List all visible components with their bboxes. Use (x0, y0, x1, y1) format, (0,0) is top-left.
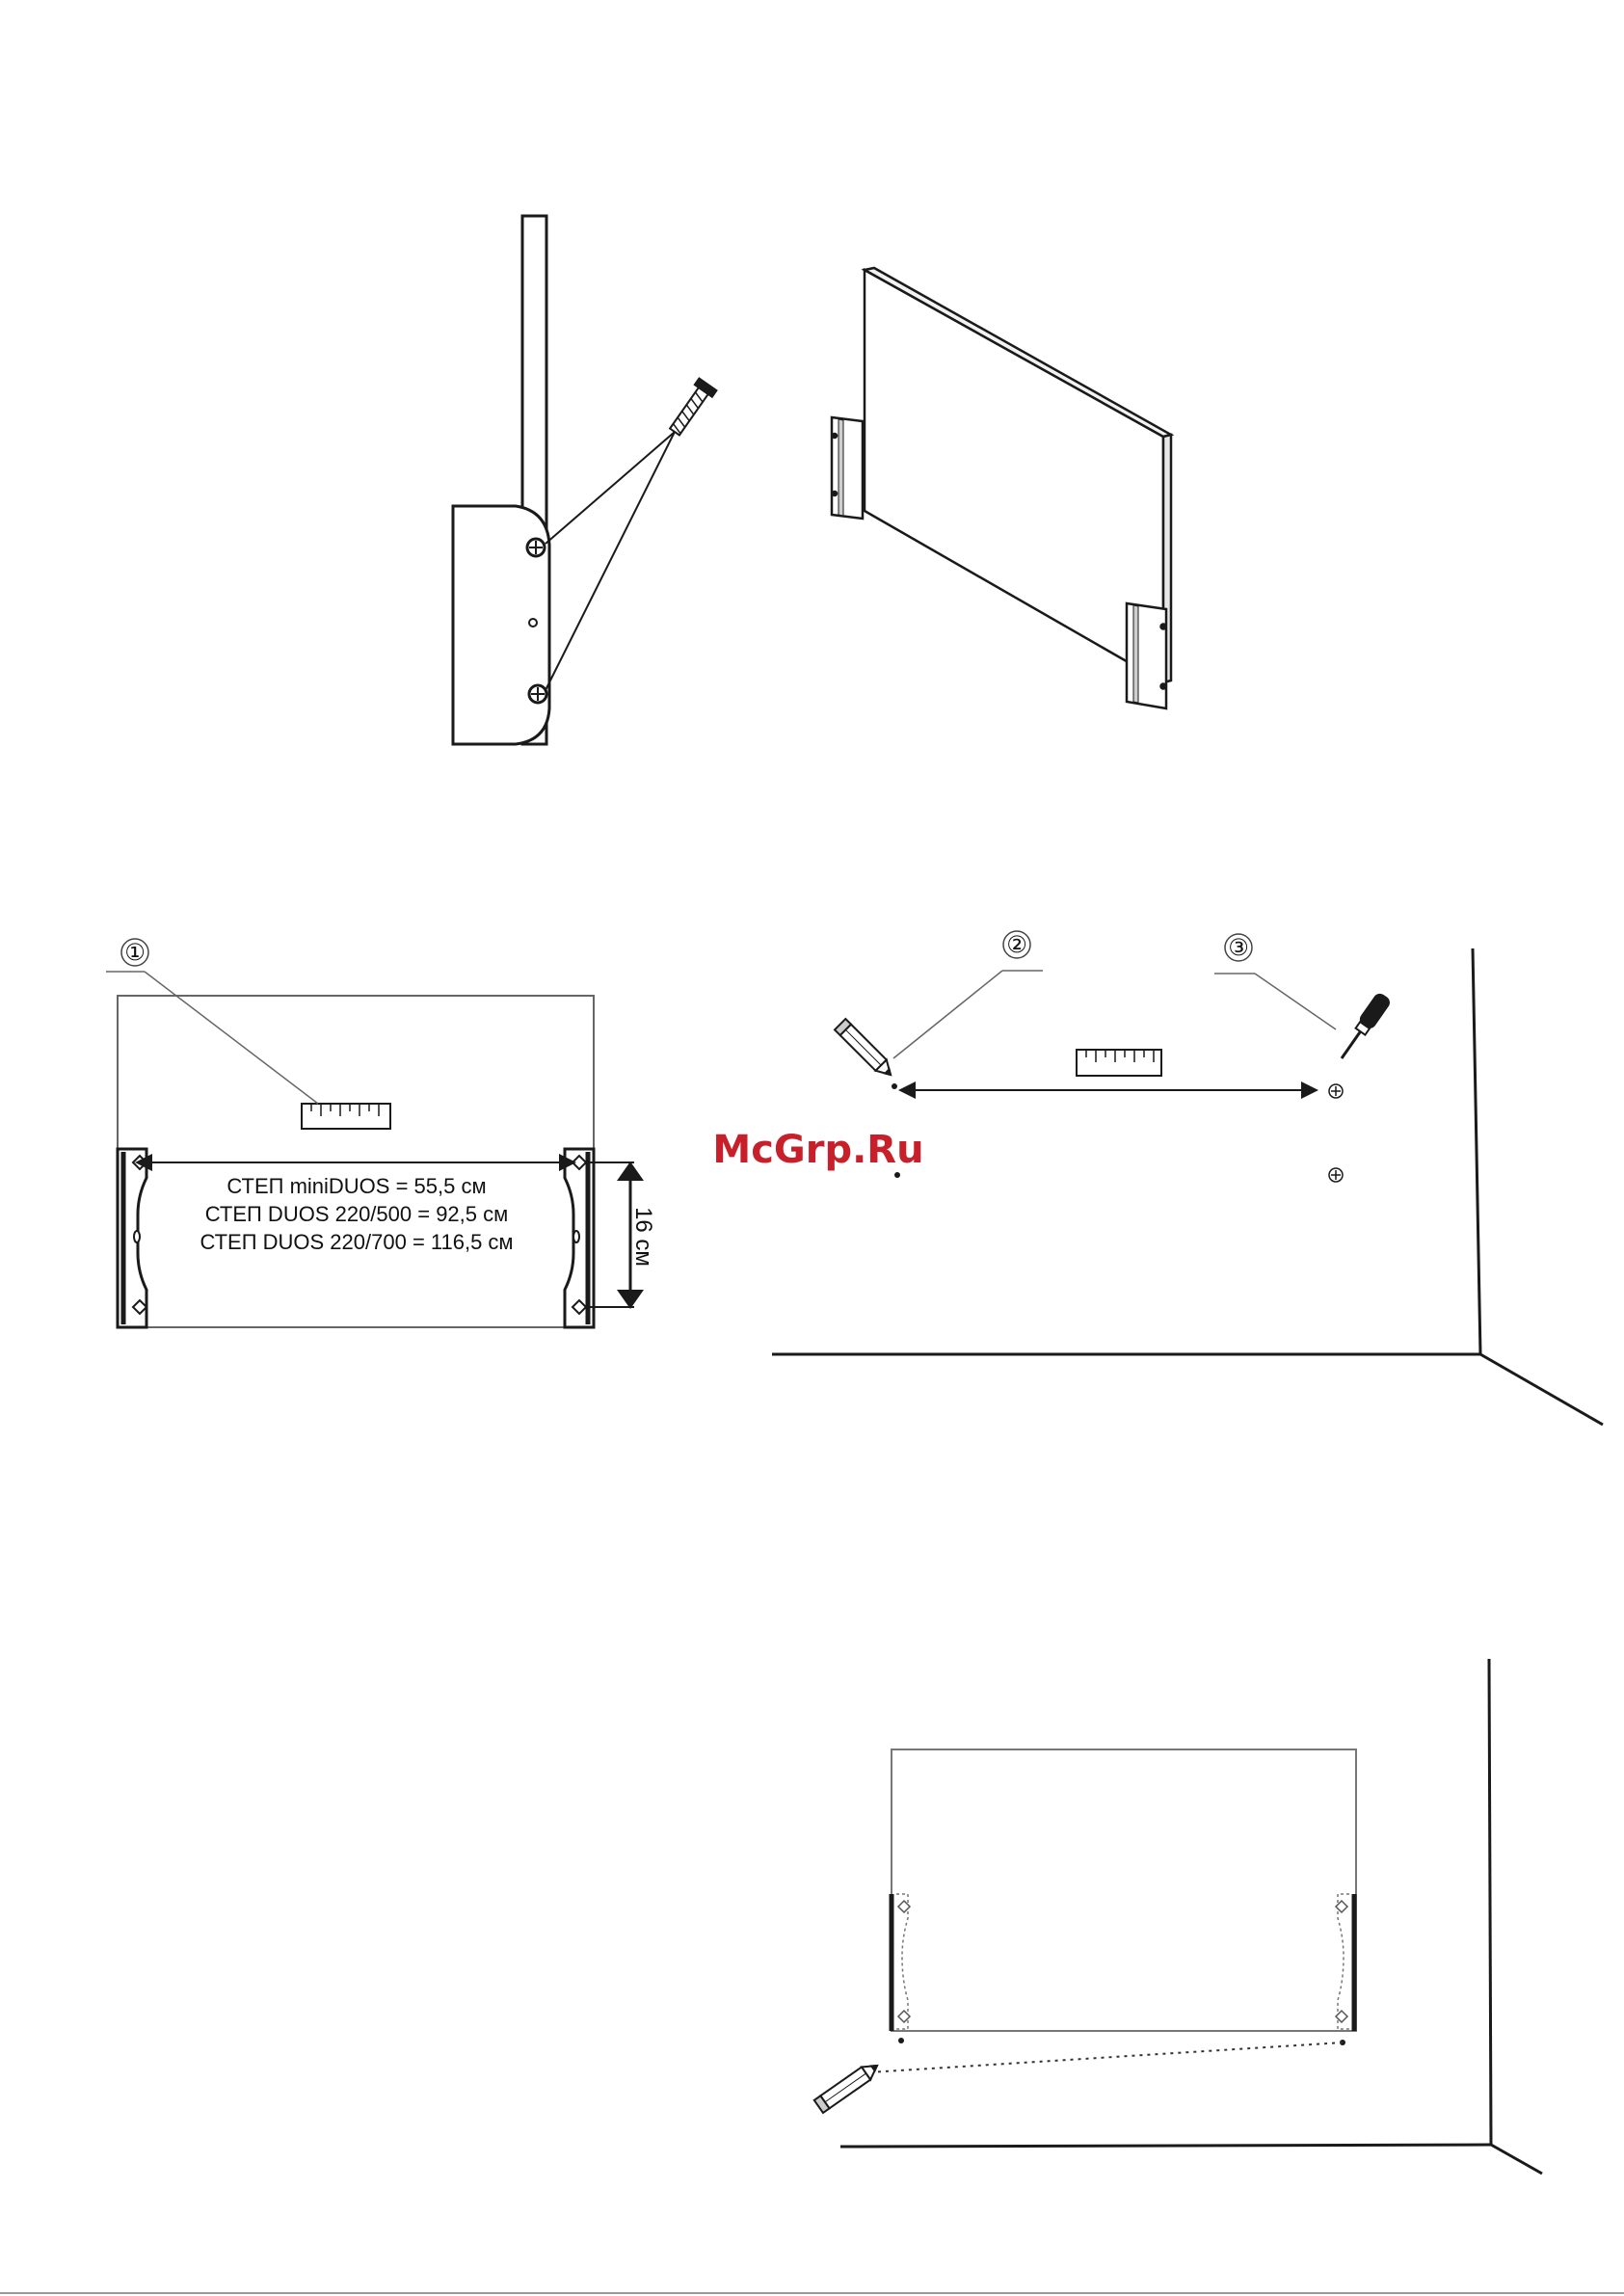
floor-diagonal (1480, 1354, 1603, 1425)
watermark: McGrp.Ru (712, 1128, 923, 1172)
screw-icon (666, 379, 716, 439)
bracket-left (832, 417, 863, 519)
screwdriver-icon (1335, 993, 1391, 1063)
callout-2: ② (1006, 932, 1027, 958)
callout-1: ① (124, 940, 146, 966)
pencil-icon (814, 2059, 882, 2113)
callout-3: ③ (1228, 935, 1249, 961)
bracket-right (1127, 603, 1166, 708)
fig-marking-wall (772, 931, 1603, 1425)
fig-bracket-spacing (106, 939, 644, 1327)
wall-corner-vertical (1473, 948, 1480, 1354)
dimension-mini-duos: СТЕП miniDUOS = 55,5 см (226, 1174, 486, 1198)
heater-body (865, 270, 1163, 682)
ruler-icon (1077, 1050, 1161, 1076)
dimension-vertical: 16 см (630, 1207, 656, 1267)
ruler-icon (302, 1104, 390, 1129)
fig-heater-on-wall (840, 1659, 1542, 2174)
heater-outline-wall (892, 1749, 1356, 2031)
dimension-duos-700: СТЕП DUOS 220/700 = 116,5 см (200, 1230, 513, 1254)
fig-side-view (453, 216, 675, 744)
fig-heater-perspective (832, 268, 1171, 708)
pencil-icon (835, 1019, 896, 1081)
dimension-duos-500: СТЕП DUOS 220/500 = 92,5 см (205, 1202, 509, 1226)
